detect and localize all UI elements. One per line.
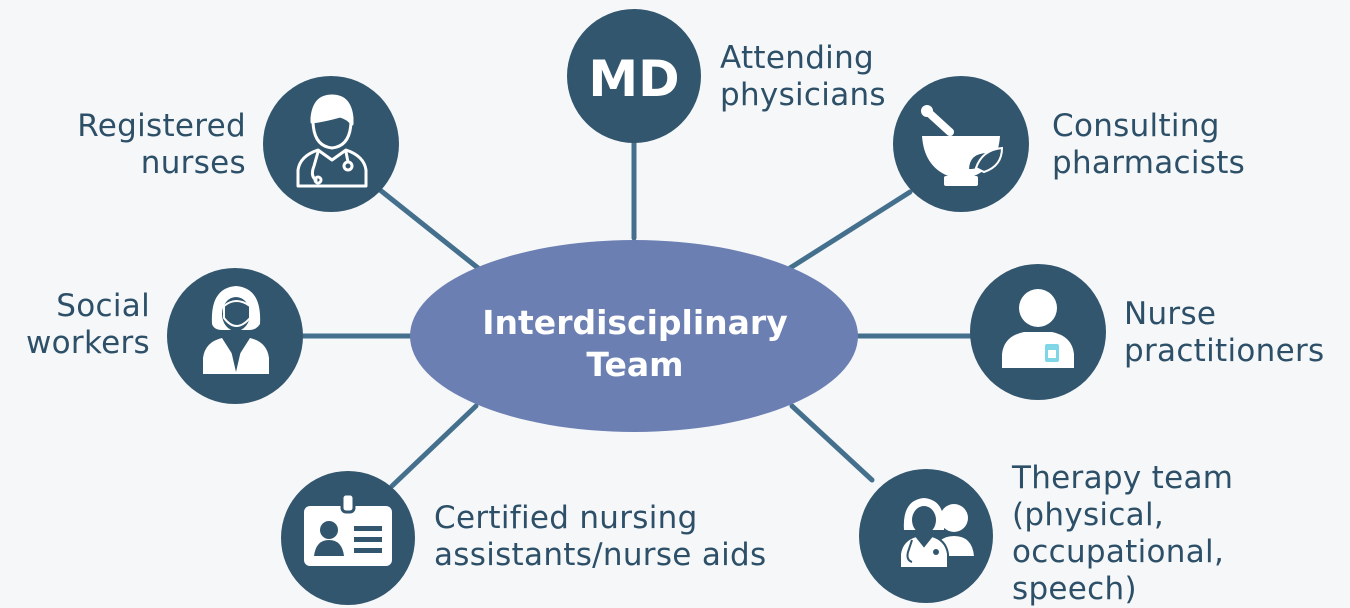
- label-line: physicians: [720, 77, 886, 113]
- label-line: Nurse: [1124, 296, 1217, 332]
- label-consulting-pharmacists: Consulting pharmacists: [1052, 108, 1245, 182]
- label-line: assistants/nurse aids: [434, 537, 767, 573]
- connector-therapy: [789, 403, 875, 483]
- label-line: nurses: [140, 145, 246, 181]
- label-line: speech): [1012, 571, 1137, 607]
- center-title-line1: Interdisciplinary: [482, 303, 788, 342]
- social-worker-icon: [203, 286, 269, 374]
- nurse-icon: [296, 94, 368, 188]
- label-line: practitioners: [1124, 333, 1325, 369]
- label-line: Therapy team: [1012, 460, 1234, 496]
- therapy-team-icon: [899, 498, 974, 569]
- md-icon-text: MD: [588, 50, 679, 108]
- cna-node: [281, 471, 415, 605]
- md-node: MD: [567, 9, 701, 143]
- nurse-practitioner-node: [970, 264, 1106, 400]
- label-certified-nursing-assistants: Certified nursing assistants/nurse aids: [434, 500, 766, 574]
- id-badge-icon: [304, 492, 392, 566]
- label-line: Social: [56, 288, 150, 324]
- connector-pharmacists: [787, 189, 913, 271]
- center-title: Interdisciplinary Team: [440, 302, 830, 386]
- pharmacist-node: [893, 76, 1029, 212]
- label-line: occupational,: [1012, 534, 1225, 570]
- social-worker-node: [167, 268, 303, 404]
- connectors: [297, 137, 975, 489]
- label-line: Registered: [77, 108, 246, 144]
- center-title-line2: Team: [586, 345, 684, 384]
- connector-nurses: [377, 187, 481, 271]
- center-ellipse: [410, 240, 858, 432]
- practitioner-icon: [1002, 289, 1074, 368]
- label-nurse-practitioners: Nurse practitioners: [1124, 296, 1324, 370]
- label-registered-nurses: Registered nurses: [0, 108, 246, 182]
- nurse-node: [263, 76, 399, 212]
- label-attending-physicians: Attending physicians: [720, 40, 886, 114]
- label-line: Attending: [720, 40, 875, 76]
- label-line: (physical,: [1012, 497, 1165, 533]
- label-social-workers: Social workers: [0, 288, 150, 362]
- therapy-node: [859, 469, 993, 603]
- mortar-pestle-icon: [921, 105, 1004, 186]
- label-line: Certified nursing: [434, 500, 698, 536]
- label-line: Consulting: [1052, 108, 1220, 144]
- label-line: pharmacists: [1052, 145, 1246, 181]
- connector-cna: [389, 403, 479, 489]
- label-therapy-team: Therapy team (physical, occupational, sp…: [1012, 460, 1233, 608]
- label-line: workers: [26, 325, 150, 361]
